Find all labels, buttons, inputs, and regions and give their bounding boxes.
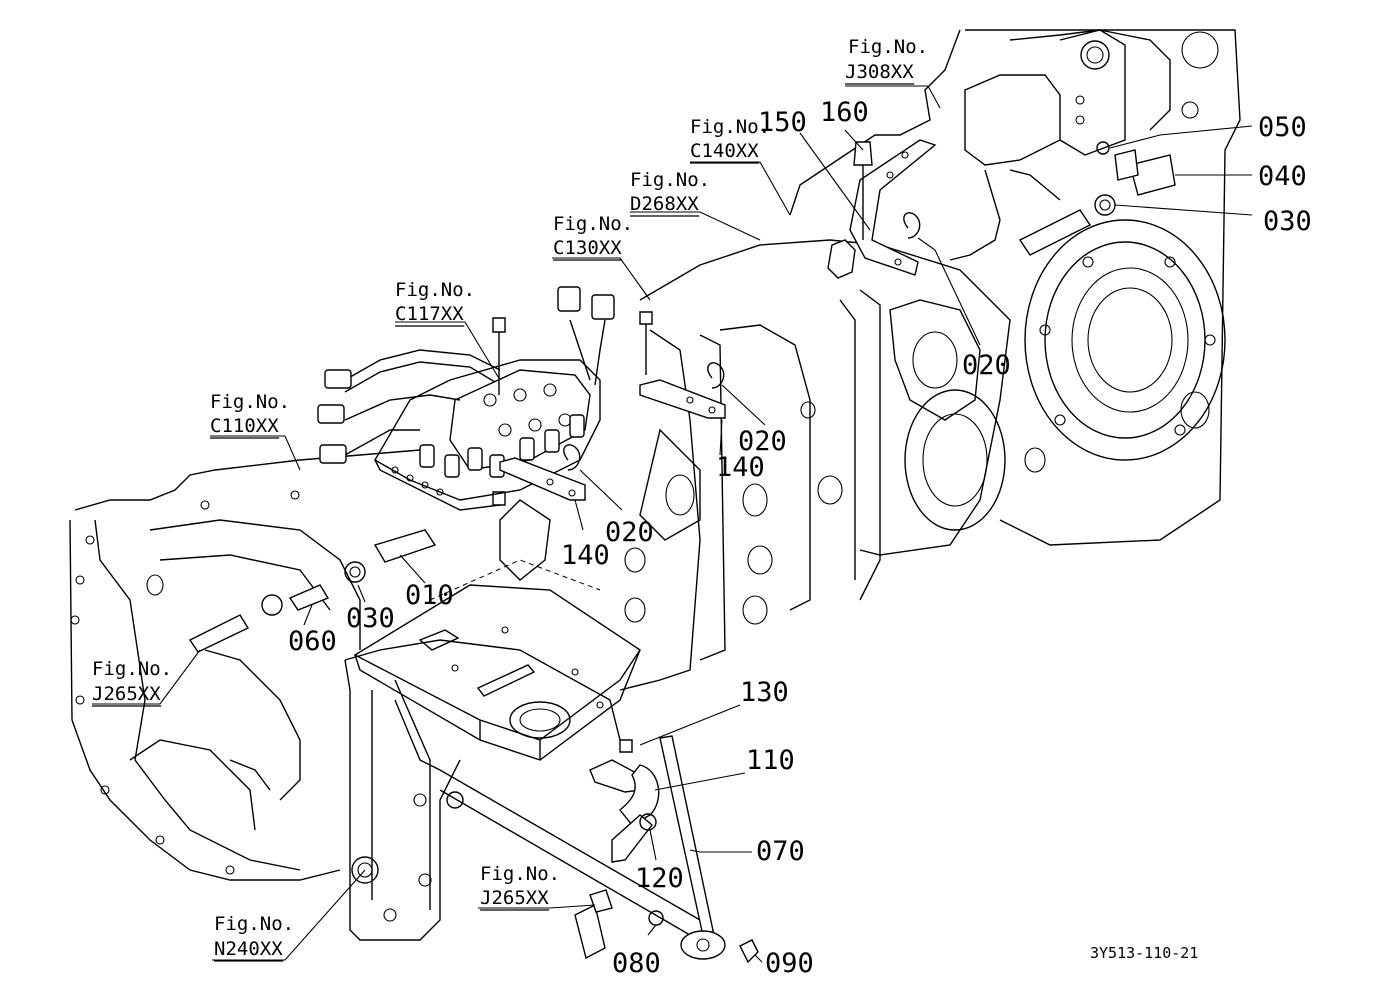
callout-120: 120 — [635, 863, 684, 894]
fig-ref-c117-code: C117XX — [395, 303, 464, 325]
fig-ref-j265-bottom-code: J265XX — [480, 887, 549, 909]
callout-140-left: 140 — [561, 540, 610, 571]
fig-ref-d268-code: D268XX — [630, 193, 699, 215]
callout-150: 150 — [758, 107, 807, 138]
callout-050: 050 — [1258, 112, 1307, 143]
drawing-number: 3Y513-110-21 — [1090, 944, 1198, 962]
callout-030-lower: 030 — [346, 603, 395, 634]
callout-020-right: 020 — [962, 350, 1011, 381]
callout-110: 110 — [746, 745, 795, 776]
callout-090: 090 — [765, 948, 814, 979]
fig-ref-j265-left-label: Fig.No. — [92, 658, 172, 680]
fig-ref-c110-code: C110XX — [210, 415, 279, 437]
callout-140-middle: 140 — [716, 452, 765, 483]
callout-040: 040 — [1258, 161, 1307, 192]
callout-020-left: 020 — [605, 517, 654, 548]
fig-ref-n240-label: Fig.No. — [214, 913, 294, 935]
fig-ref-c130-label: Fig.No. — [553, 213, 633, 235]
fig-ref-c117-label: Fig.No. — [395, 279, 475, 301]
fig-ref-c110-label: Fig.No. — [210, 391, 290, 413]
callout-070: 070 — [756, 836, 805, 867]
fig-ref-j308-label: Fig.No. — [848, 36, 928, 58]
callout-080: 080 — [612, 948, 661, 979]
transmission-housing-drawing — [69, 29, 1241, 964]
fig-ref-j265-bottom-label: Fig.No. — [480, 863, 560, 885]
figure-references: Fig.No. J308XX Fig.No. C140XX Fig.No. D2… — [92, 36, 928, 962]
fig-ref-j265-left-code: J265XX — [92, 683, 161, 705]
fig-ref-n240-code: N240XX — [214, 938, 283, 960]
callout-130: 130 — [740, 677, 789, 708]
callout-020-middle: 020 — [738, 426, 787, 457]
fig-ref-d268-label: Fig.No. — [630, 169, 710, 191]
part-callouts: 160 150 050 040 030 020 020 140 020 140 … — [288, 97, 1312, 979]
fig-ref-c140-label: Fig.No. — [690, 116, 770, 138]
callout-030-upper: 030 — [1263, 206, 1312, 237]
callout-160: 160 — [820, 97, 869, 128]
leader-lines — [92, 85, 1253, 963]
fig-ref-c130-code: C130XX — [553, 237, 622, 259]
fig-ref-j308-code: J308XX — [845, 61, 914, 83]
callout-010: 010 — [405, 580, 454, 611]
callout-060: 060 — [288, 626, 337, 657]
fig-ref-c140-code: C140XX — [690, 140, 759, 162]
